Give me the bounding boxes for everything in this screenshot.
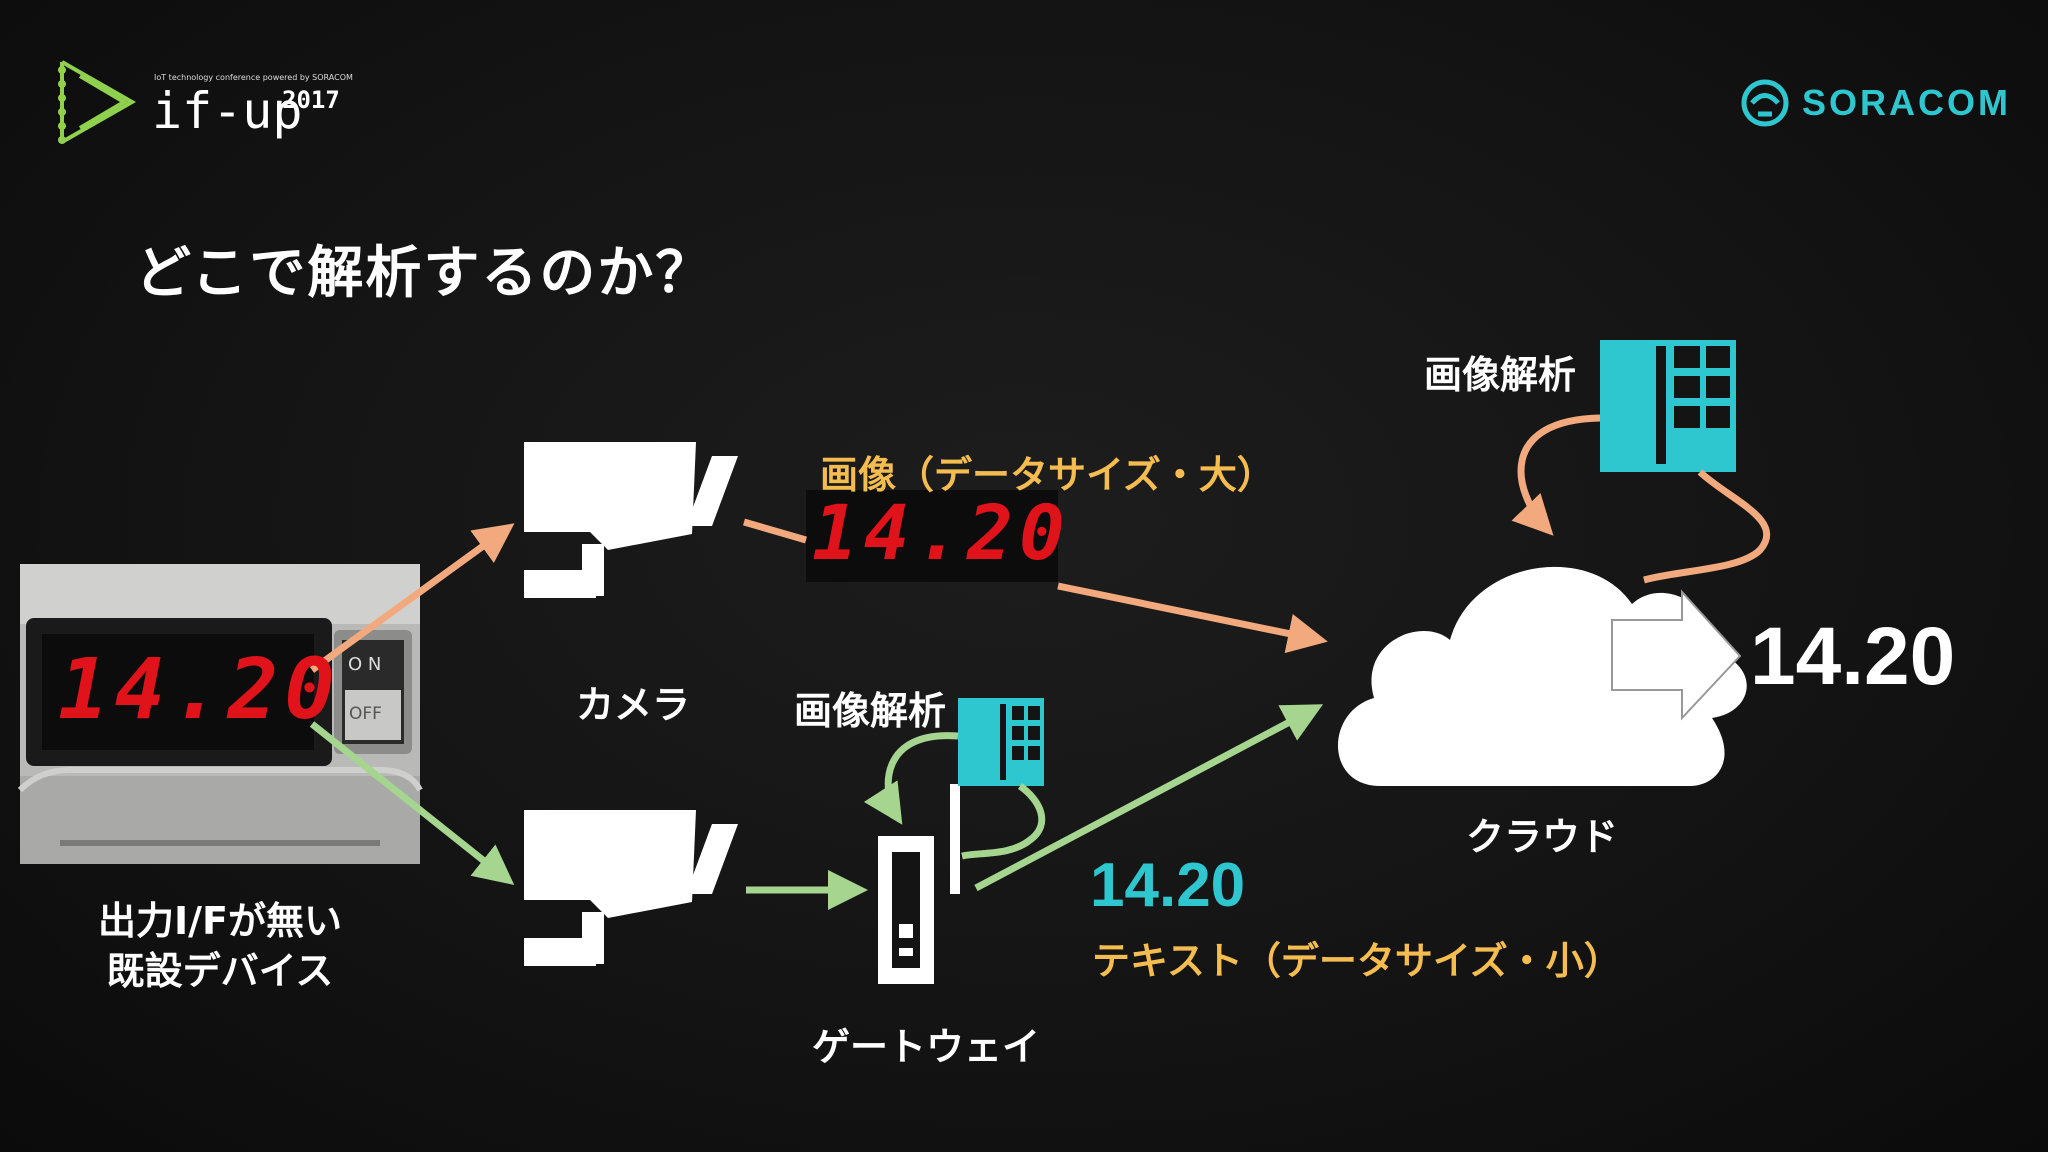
server-icon [1600,340,1736,472]
text-small-label: テキスト（データサイズ・小） [1092,939,1622,983]
soracom-wordmark: SORACOM [1802,82,2011,123]
cloud-label: クラウド [1466,815,1619,859]
arrows-green [309,704,1324,910]
gateway-label: ゲートウェイ [812,1025,1041,1069]
server-icon [958,698,1044,786]
device-label: 出力I/Fが無い 既設デバイス [40,896,400,996]
arrow-device-to-camera2 [309,721,515,885]
switch-off-label: OFF [349,704,382,724]
device-label-line2: 既設デバイス [106,949,334,993]
gateway-icon [878,784,960,984]
arrow-cloud-analysis-loop [1511,414,1601,536]
image-thumbnail [806,490,1058,582]
arrow-cloud-analysis-return [1643,469,1771,584]
device-display-readout: 14.20 [58,640,341,738]
event-year: 2017 [282,86,340,114]
camera-icon [524,810,738,966]
arrow-image-to-cloud [1057,582,1328,654]
arrow-camera-to-image [743,518,807,544]
arrow-gateway-analysis-return [961,783,1046,860]
camera-label: カメラ [576,683,691,727]
cloud-analysis-label: 画像解析 [1424,353,1577,397]
camera-icon [524,442,738,598]
if-up-logo [58,60,137,144]
output-value: 14.20 [1750,611,1956,702]
output-arrow [1611,589,1742,721]
device-label-line1: 出力I/Fが無い [98,899,342,943]
image-large-label: 画像（データサイズ・大） [820,453,1275,497]
text-value: 14.20 [1090,851,1246,920]
soracom-logo [1741,79,1789,127]
device-photo [17,564,423,864]
switch-on-label: O N [348,654,382,675]
event-tagline: IoT technology conference powered by SOR… [154,73,353,82]
arrow-gateway-analysis-loop [863,732,959,825]
arrow-gateway-to-cloud [974,704,1324,892]
arrow-device-to-camera [309,523,515,673]
page-title: どこで解析するのか？ [135,241,714,306]
event-name: if-up [152,82,303,140]
gateway-analysis-label: 画像解析 [794,689,947,733]
image-thumbnail-readout: 14.20 [812,488,1071,577]
arrows-orange [309,414,1771,673]
